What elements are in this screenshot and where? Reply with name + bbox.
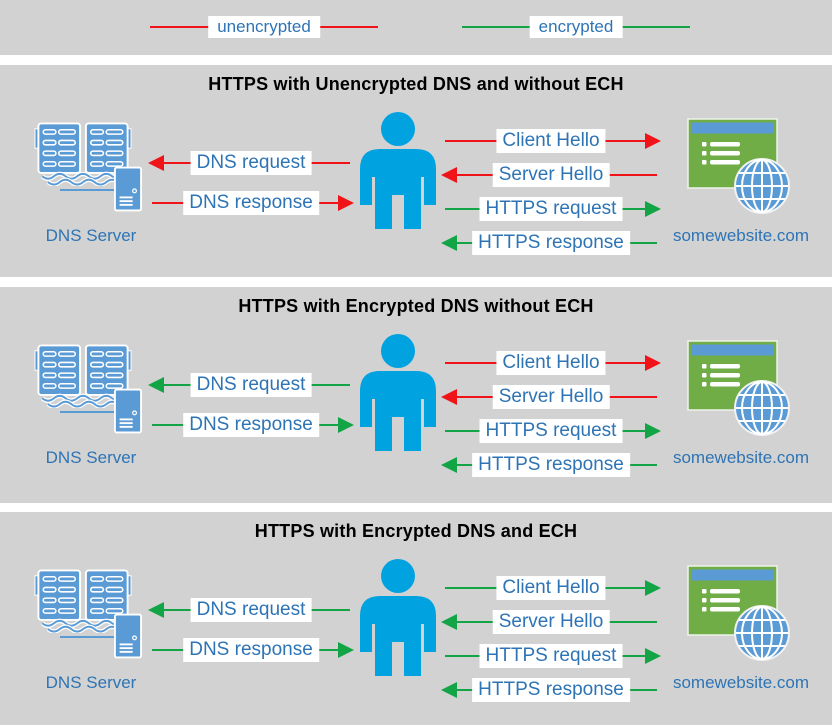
- legend-bar: unencrypted encrypted: [0, 0, 832, 55]
- arrow-https-response: HTTPS response: [441, 453, 659, 477]
- arrow-label: Client Hello: [496, 576, 606, 600]
- arrow-https-response: HTTPS response: [441, 231, 659, 255]
- dns-server-tower-icon: [114, 613, 142, 659]
- arrow-client-hello: Client Hello: [443, 351, 661, 375]
- globe-icon: [734, 380, 790, 436]
- arrowhead-icon: [148, 377, 164, 393]
- arrow-client-hello: Client Hello: [443, 576, 661, 600]
- arrowhead-icon: [441, 167, 457, 183]
- panel-content: HTTPS with Encrypted DNS without ECH: [0, 287, 832, 503]
- arrowhead-icon: [645, 580, 661, 596]
- website-label: somewebsite.com: [672, 448, 810, 467]
- arrowhead-icon: [338, 417, 354, 433]
- arrow-dns-request: DNS request: [148, 598, 352, 622]
- legend-item-encrypted: encrypted: [462, 16, 690, 38]
- arrow-label: DNS response: [183, 638, 319, 662]
- legend-label-unencrypted: unencrypted: [208, 16, 320, 38]
- arrow-label: HTTPS request: [479, 197, 623, 221]
- dns-book-icon: [34, 569, 132, 633]
- panel-title: HTTPS with Unencrypted DNS and without E…: [208, 74, 624, 94]
- globe-icon: [734, 158, 790, 214]
- arrow-label: DNS request: [190, 598, 312, 622]
- arrow-label: Server Hello: [492, 385, 610, 409]
- panel-title: HTTPS with Encrypted DNS without ECH: [238, 296, 594, 316]
- website-label: somewebsite.com: [672, 673, 810, 692]
- arrow-label: DNS request: [190, 151, 312, 175]
- arrowhead-icon: [645, 355, 661, 371]
- dns-connector-line: [60, 189, 116, 191]
- website-label: somewebsite.com: [672, 226, 810, 245]
- arrow-label: HTTPS response: [472, 453, 630, 477]
- arrowhead-icon: [645, 133, 661, 149]
- arrow-label: DNS request: [190, 373, 312, 397]
- dns-connector-line: [60, 636, 116, 638]
- arrow-https-request: HTTPS request: [443, 419, 661, 443]
- dns-book-icon: [34, 344, 132, 408]
- arrowhead-icon: [441, 682, 457, 698]
- arrow-dns-request: DNS request: [148, 373, 352, 397]
- arrowhead-icon: [441, 457, 457, 473]
- panel-unencrypted-dns-no-ech: HTTPS with Unencrypted DNS and without E…: [0, 65, 832, 277]
- dns-book-icon: [34, 122, 132, 186]
- arrow-dns-response: DNS response: [150, 413, 354, 437]
- arrow-label: Server Hello: [492, 163, 610, 187]
- panel-title: HTTPS with Encrypted DNS and ECH: [254, 521, 578, 541]
- panel-encrypted-dns-ech: HTTPS with Encrypted DNS and ECH: [0, 512, 832, 725]
- arrow-client-hello: Client Hello: [443, 129, 661, 153]
- arrow-label: HTTPS response: [472, 231, 630, 255]
- dns-server-tower-icon: [114, 166, 142, 212]
- panel-content: HTTPS with Encrypted DNS and ECH: [0, 512, 832, 725]
- arrow-label: DNS response: [183, 413, 319, 437]
- arrow-server-hello: Server Hello: [441, 610, 659, 634]
- person-icon: [360, 559, 436, 676]
- arrowhead-icon: [441, 614, 457, 630]
- arrow-https-request: HTTPS request: [443, 644, 661, 668]
- arrow-label: HTTPS response: [472, 678, 630, 702]
- arrow-label: Client Hello: [496, 129, 606, 153]
- website-window-icon: [687, 340, 778, 411]
- arrow-label: HTTPS request: [479, 644, 623, 668]
- panel-content: HTTPS with Unencrypted DNS and without E…: [0, 65, 832, 277]
- arrow-label: Server Hello: [492, 610, 610, 634]
- dns-server-label: DNS Server: [45, 226, 137, 245]
- dns-connector-line: [60, 411, 116, 413]
- arrow-dns-response: DNS response: [150, 191, 354, 215]
- arrow-server-hello: Server Hello: [441, 163, 659, 187]
- arrow-label: DNS response: [183, 191, 319, 215]
- arrow-label: Client Hello: [496, 351, 606, 375]
- arrow-dns-response: DNS response: [150, 638, 354, 662]
- legend-label-encrypted: encrypted: [529, 16, 623, 38]
- arrowhead-icon: [645, 423, 661, 439]
- arrow-https-request: HTTPS request: [443, 197, 661, 221]
- arrowhead-icon: [148, 602, 164, 618]
- legend-item-unencrypted: unencrypted: [150, 16, 378, 38]
- arrowhead-icon: [338, 642, 354, 658]
- dns-server-tower-icon: [114, 388, 142, 434]
- arrowhead-icon: [338, 195, 354, 211]
- arrow-label: HTTPS request: [479, 419, 623, 443]
- arrowhead-icon: [441, 389, 457, 405]
- arrow-server-hello: Server Hello: [441, 385, 659, 409]
- person-icon: [360, 334, 436, 451]
- arrow-https-response: HTTPS response: [441, 678, 659, 702]
- arrow-dns-request: DNS request: [148, 151, 352, 175]
- arrowhead-icon: [645, 201, 661, 217]
- dns-server-label: DNS Server: [45, 673, 137, 692]
- globe-icon: [734, 605, 790, 661]
- arrowhead-icon: [148, 155, 164, 171]
- panel-encrypted-dns-no-ech: HTTPS with Encrypted DNS without ECH: [0, 287, 832, 503]
- person-icon: [360, 112, 436, 229]
- arrowhead-icon: [645, 648, 661, 664]
- arrowhead-icon: [441, 235, 457, 251]
- website-window-icon: [687, 118, 778, 189]
- dns-server-label: DNS Server: [45, 448, 137, 467]
